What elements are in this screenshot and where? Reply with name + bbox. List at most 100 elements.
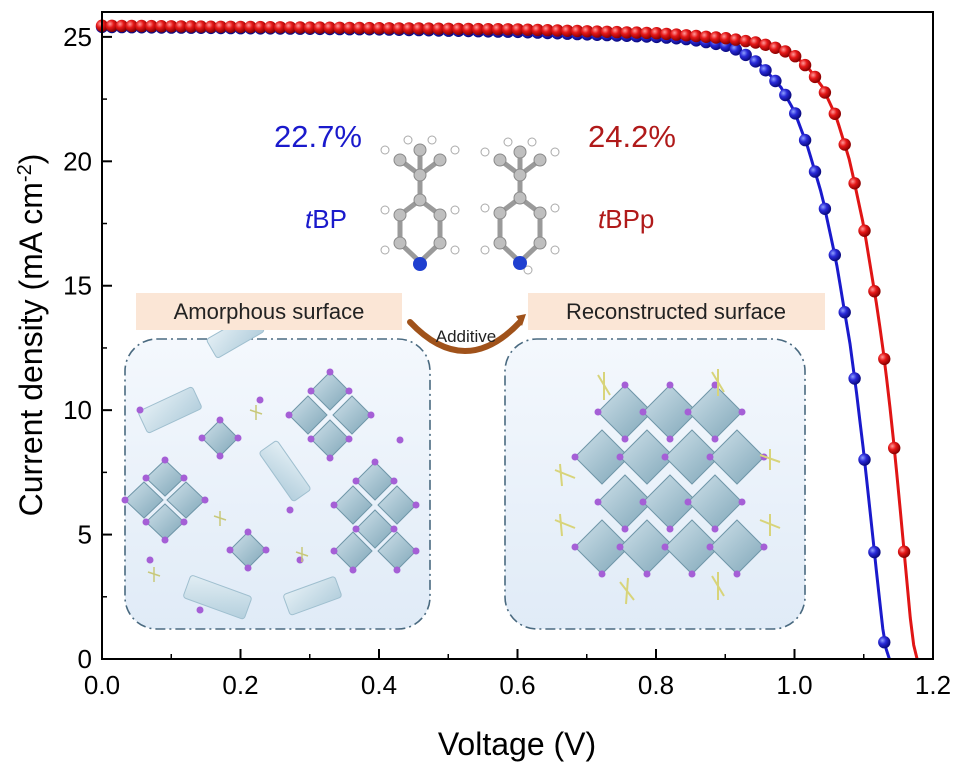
- series-marker-1: [482, 23, 495, 36]
- additive-arrow: Additive: [407, 314, 526, 354]
- series-marker-1: [353, 21, 366, 35]
- y-tick-label: 0: [78, 644, 92, 674]
- series-marker-1: [254, 20, 267, 34]
- series-marker-1: [442, 22, 455, 35]
- x-tick-label: 0.2: [222, 670, 258, 700]
- reconstructed-surface-panel: [504, 338, 806, 630]
- x-axis-title: Voltage (V): [438, 726, 596, 762]
- y-tick-label: 10: [63, 395, 92, 425]
- series-marker-1: [115, 19, 128, 33]
- series-marker-0: [749, 55, 762, 68]
- series-marker-1: [680, 29, 693, 42]
- x-tick-label: 0.8: [638, 670, 674, 700]
- series-marker-0: [878, 636, 891, 649]
- x-tick-label: 0.4: [361, 670, 397, 700]
- tbpp-molecule: [480, 137, 560, 275]
- series-marker-1: [452, 22, 465, 36]
- series-marker-1: [135, 19, 148, 33]
- series-marker-1: [739, 34, 752, 48]
- series-marker-1: [551, 24, 564, 37]
- y-axis-title: Current density (mA cm-2): [13, 154, 49, 517]
- series-marker-1: [779, 45, 792, 58]
- pce-label-tbp: 22.7%: [274, 119, 362, 154]
- series-marker-1: [828, 107, 841, 121]
- passivating-molecules: [554, 369, 781, 605]
- series-marker-1: [323, 21, 336, 34]
- series-marker-1: [501, 23, 515, 36]
- y-tick-label: 25: [63, 22, 92, 52]
- series-marker-1: [868, 285, 881, 298]
- series-marker-1: [392, 22, 406, 35]
- series-marker-1: [274, 21, 287, 34]
- series-marker-1: [729, 33, 742, 46]
- x-tick-label: 0.6: [499, 670, 535, 700]
- molecule-label-tbpp: tBPp: [598, 204, 654, 234]
- series-layer: [95, 19, 919, 660]
- series-marker-1: [590, 25, 604, 38]
- series-marker-1: [333, 21, 346, 34]
- series-marker-1: [165, 20, 178, 33]
- additive-label: Additive: [436, 327, 496, 346]
- series-marker-0: [868, 545, 881, 559]
- series-marker-1: [204, 20, 218, 33]
- series-marker-0: [848, 372, 861, 385]
- series-marker-1: [422, 22, 435, 35]
- series-marker-1: [184, 20, 198, 33]
- series-marker-1: [571, 24, 584, 38]
- series-marker-1: [600, 25, 614, 38]
- amorphous-label: Amorphous surface: [174, 299, 365, 324]
- series-marker-0: [789, 107, 802, 120]
- series-marker-1: [769, 41, 782, 54]
- series-marker-0: [759, 64, 772, 77]
- series-marker-1: [897, 545, 911, 558]
- series-marker-1: [699, 30, 713, 43]
- octahedra-cluster-amorphous: [124, 371, 417, 571]
- series-marker-0: [828, 248, 841, 262]
- series-marker-0: [779, 88, 792, 102]
- series-marker-1: [670, 28, 683, 41]
- series-marker-0: [769, 74, 782, 88]
- series-marker-0: [818, 202, 832, 215]
- series-marker-1: [214, 20, 227, 33]
- series-marker-1: [759, 38, 772, 51]
- series-marker-0: [858, 453, 871, 466]
- series-marker-1: [858, 224, 871, 237]
- series-marker-1: [125, 19, 138, 33]
- amorphous-surface-panel: [121, 312, 431, 630]
- series-marker-0: [838, 306, 851, 319]
- y-tick-label: 5: [78, 520, 92, 550]
- pce-label-tbpp: 24.2%: [588, 119, 676, 154]
- series-marker-1: [145, 19, 158, 33]
- series-marker-1: [462, 22, 475, 36]
- y-tick-label: 20: [63, 146, 92, 176]
- x-tick-label: 0.0: [84, 670, 120, 700]
- series-marker-1: [561, 24, 574, 37]
- series-marker-1: [383, 22, 396, 35]
- series-marker-1: [264, 21, 277, 34]
- series-marker-1: [640, 26, 653, 40]
- series-marker-1: [472, 22, 485, 36]
- series-marker-1: [709, 31, 723, 44]
- series-marker-1: [303, 21, 317, 34]
- series-marker-1: [818, 86, 832, 99]
- series-marker-1: [155, 20, 168, 33]
- series-marker-1: [620, 26, 633, 39]
- series-marker-1: [878, 352, 891, 366]
- series-marker-1: [234, 20, 247, 34]
- series-marker-1: [690, 29, 703, 43]
- series-marker-1: [719, 32, 733, 45]
- y-tick-label: 15: [63, 271, 92, 301]
- series-marker-1: [284, 21, 297, 34]
- series-marker-1: [749, 36, 762, 49]
- series-marker-1: [848, 177, 861, 190]
- series-marker-1: [581, 25, 594, 38]
- series-marker-0: [739, 48, 752, 62]
- x-tick-label: 1.2: [915, 670, 951, 700]
- iodide-atoms-reconstructed: [571, 381, 768, 578]
- series-marker-1: [610, 25, 624, 39]
- series-marker-1: [798, 58, 812, 72]
- series-marker-1: [373, 22, 386, 35]
- series-marker-1: [511, 23, 525, 36]
- series-marker-1: [363, 21, 376, 35]
